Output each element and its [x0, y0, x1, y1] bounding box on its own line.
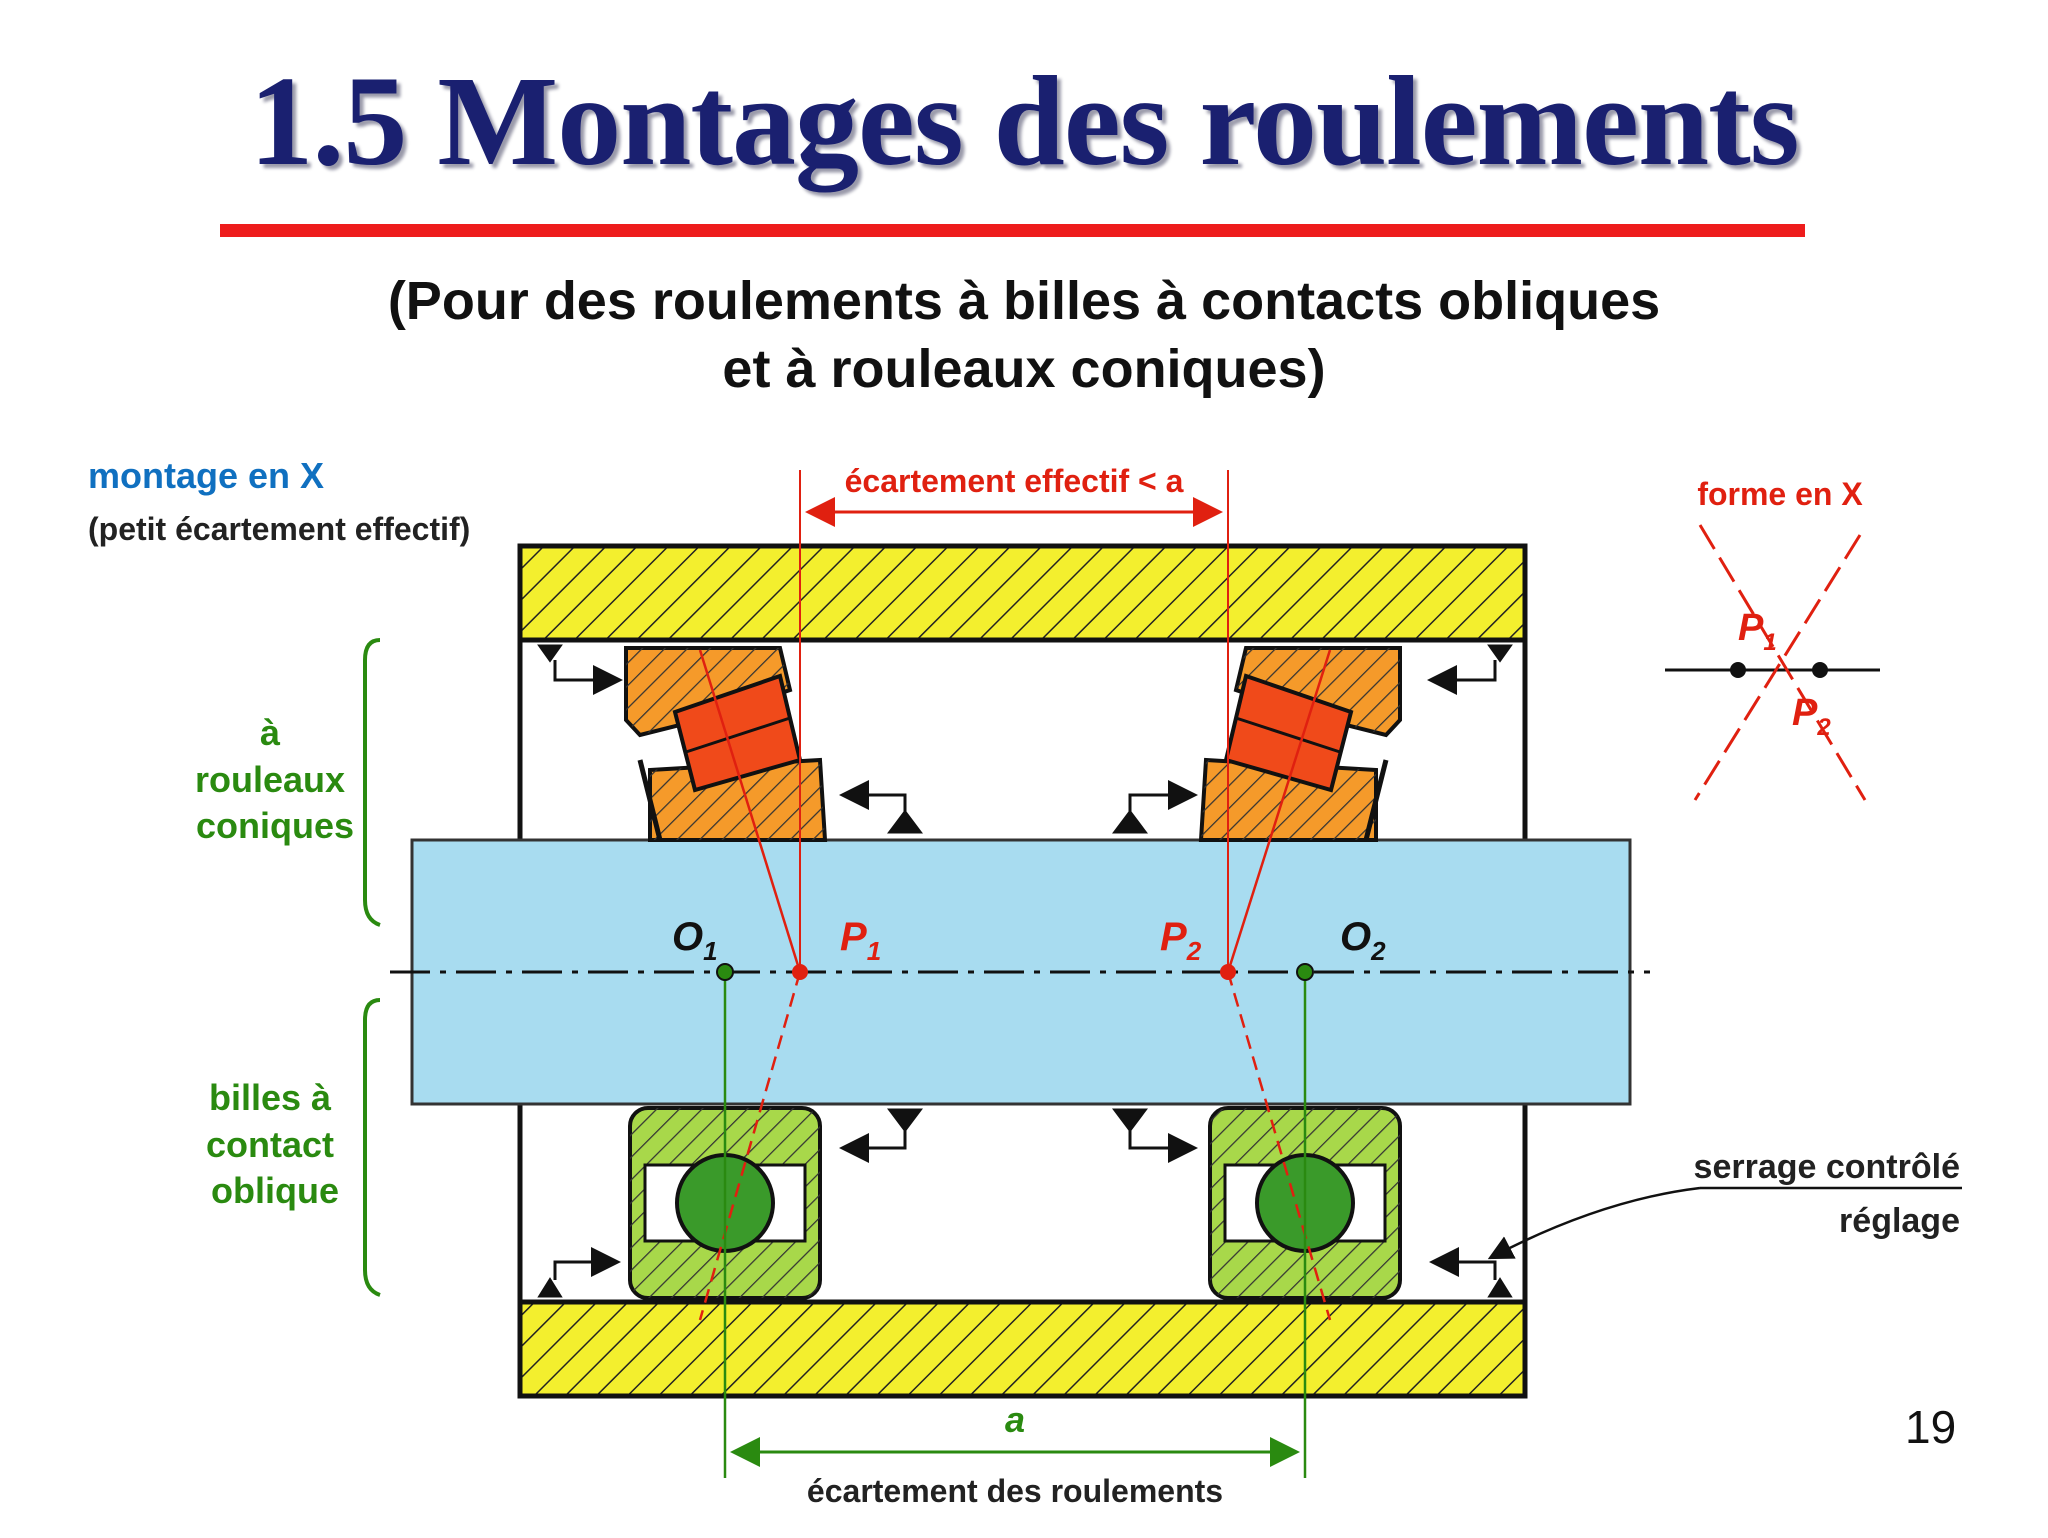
subtitle-line-2: et à rouleaux coniques)	[722, 339, 1326, 399]
serrage-label: serrage contrôlé	[1694, 1148, 1960, 1186]
housing-bottom	[517, 1299, 1528, 1399]
slide-title: 1.5 Montages des roulements	[249, 50, 1799, 192]
point-O2-marker	[1296, 963, 1314, 981]
bearing-spacing-symbol: a	[1005, 1399, 1025, 1440]
point-P2-marker	[1220, 964, 1236, 980]
bearing-spacing-label: écartement des roulements	[807, 1473, 1223, 1509]
inset-title: forme en X	[1697, 476, 1863, 512]
ball-label: billes à contact oblique	[206, 1077, 344, 1211]
label-P2: P2	[1160, 915, 1202, 966]
page-number: 19	[1905, 1401, 1957, 1453]
tapered-roller-bearing-right	[1198, 646, 1402, 842]
mount-supports	[537, 644, 1513, 1298]
title-rule	[220, 224, 1805, 237]
x-shape-inset: forme en X P1 P2	[1665, 476, 1880, 801]
inset-P1: P1	[1738, 607, 1777, 656]
point-O1-marker	[716, 963, 734, 981]
roller-label: à rouleaux coniques	[195, 712, 355, 846]
tapered-roller-bearing-left	[624, 646, 828, 842]
ball-brace	[363, 998, 381, 1297]
serrage-leader	[1487, 1186, 1701, 1260]
housing-top	[517, 543, 1528, 643]
effective-spacing-label: écartement effectif < a	[845, 463, 1184, 499]
roller-brace	[363, 638, 381, 927]
mounting-title: montage en X	[88, 455, 324, 496]
reglage-label: réglage	[1839, 1202, 1960, 1240]
point-P1-marker	[792, 964, 808, 980]
label-O1: O1	[672, 915, 718, 966]
inset-P2: P2	[1792, 692, 1831, 741]
mounting-note: (petit écartement effectif)	[88, 511, 470, 547]
subtitle-line-1: (Pour des roulements à billes à contacts…	[387, 271, 1661, 331]
label-O2: O2	[1340, 915, 1386, 966]
label-P1: P1	[840, 915, 881, 966]
pressure-lines	[698, 649, 1332, 1321]
